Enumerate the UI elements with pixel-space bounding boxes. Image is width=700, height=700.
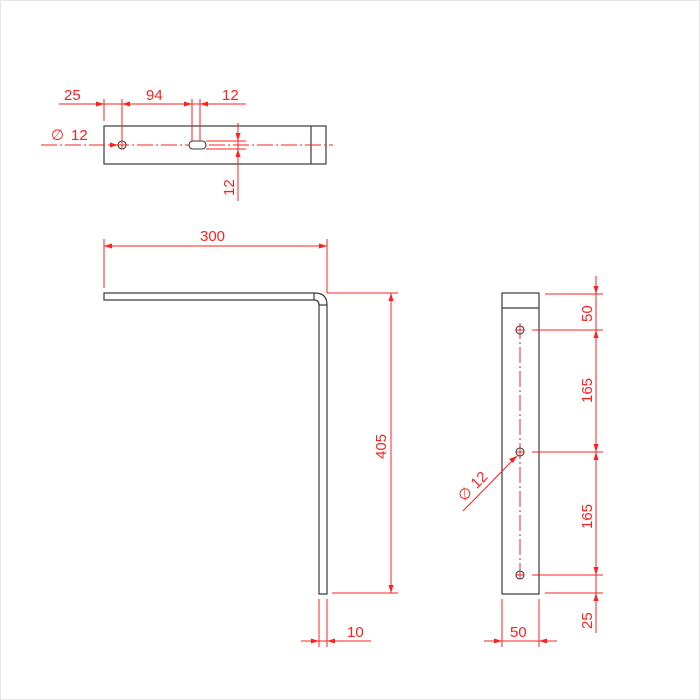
dim-300-label: 300 [200,228,225,245]
arrow-icon [122,101,130,107]
dim-405-label: 405 [373,434,390,459]
arrow-icon [388,585,394,593]
arrow-icon [593,452,599,460]
arrow-icon [235,133,241,141]
arrow-icon [593,330,599,338]
dim-12-height-label: 12 [221,179,238,196]
dim-165-lower-label: 165 [579,504,596,529]
arrow-icon [311,638,319,644]
arrow-icon [539,638,547,644]
bracket-profile [103,292,328,595]
dim-25-bottom-label: 25 [579,612,596,629]
dim-10-label: 10 [347,624,364,641]
arrow-icon [593,444,599,452]
arrow-icon [104,243,112,249]
arrow-icon [319,243,327,249]
arrow-icon [593,286,599,294]
top-view: 25 94 12 ∅ 12 12 [41,87,333,201]
diameter-symbol: ∅ [51,127,64,144]
dim-12-slot-label: 12 [222,87,239,104]
arrow-icon [110,142,118,148]
dim-50-width-label: 50 [510,624,527,641]
dim-25-label: 25 [64,87,81,104]
arrow-icon [327,638,335,644]
arrow-icon [593,567,599,575]
dim-diameter-label: 12 [468,468,492,492]
arrow-icon [184,101,192,107]
side-view: 50 165 165 25 50 ∅ 12 [455,276,603,647]
arrow-icon [96,101,104,107]
arrow-icon [200,101,208,107]
front-view: 300 405 10 [103,228,398,647]
arrow-icon [494,638,502,644]
dim-94-label: 94 [146,87,163,104]
diameter-callout: ∅ 12 [455,468,492,505]
arrow-icon [509,456,517,463]
arrow-icon [388,293,394,301]
top-view-slot [188,140,207,150]
dim-165-upper-label: 165 [579,378,596,403]
leader-line [462,455,518,512]
arrow-icon [235,149,241,157]
dim-50-top-label: 50 [579,305,596,322]
dim-diameter-label: 12 [71,127,88,144]
arrow-icon [593,593,599,601]
